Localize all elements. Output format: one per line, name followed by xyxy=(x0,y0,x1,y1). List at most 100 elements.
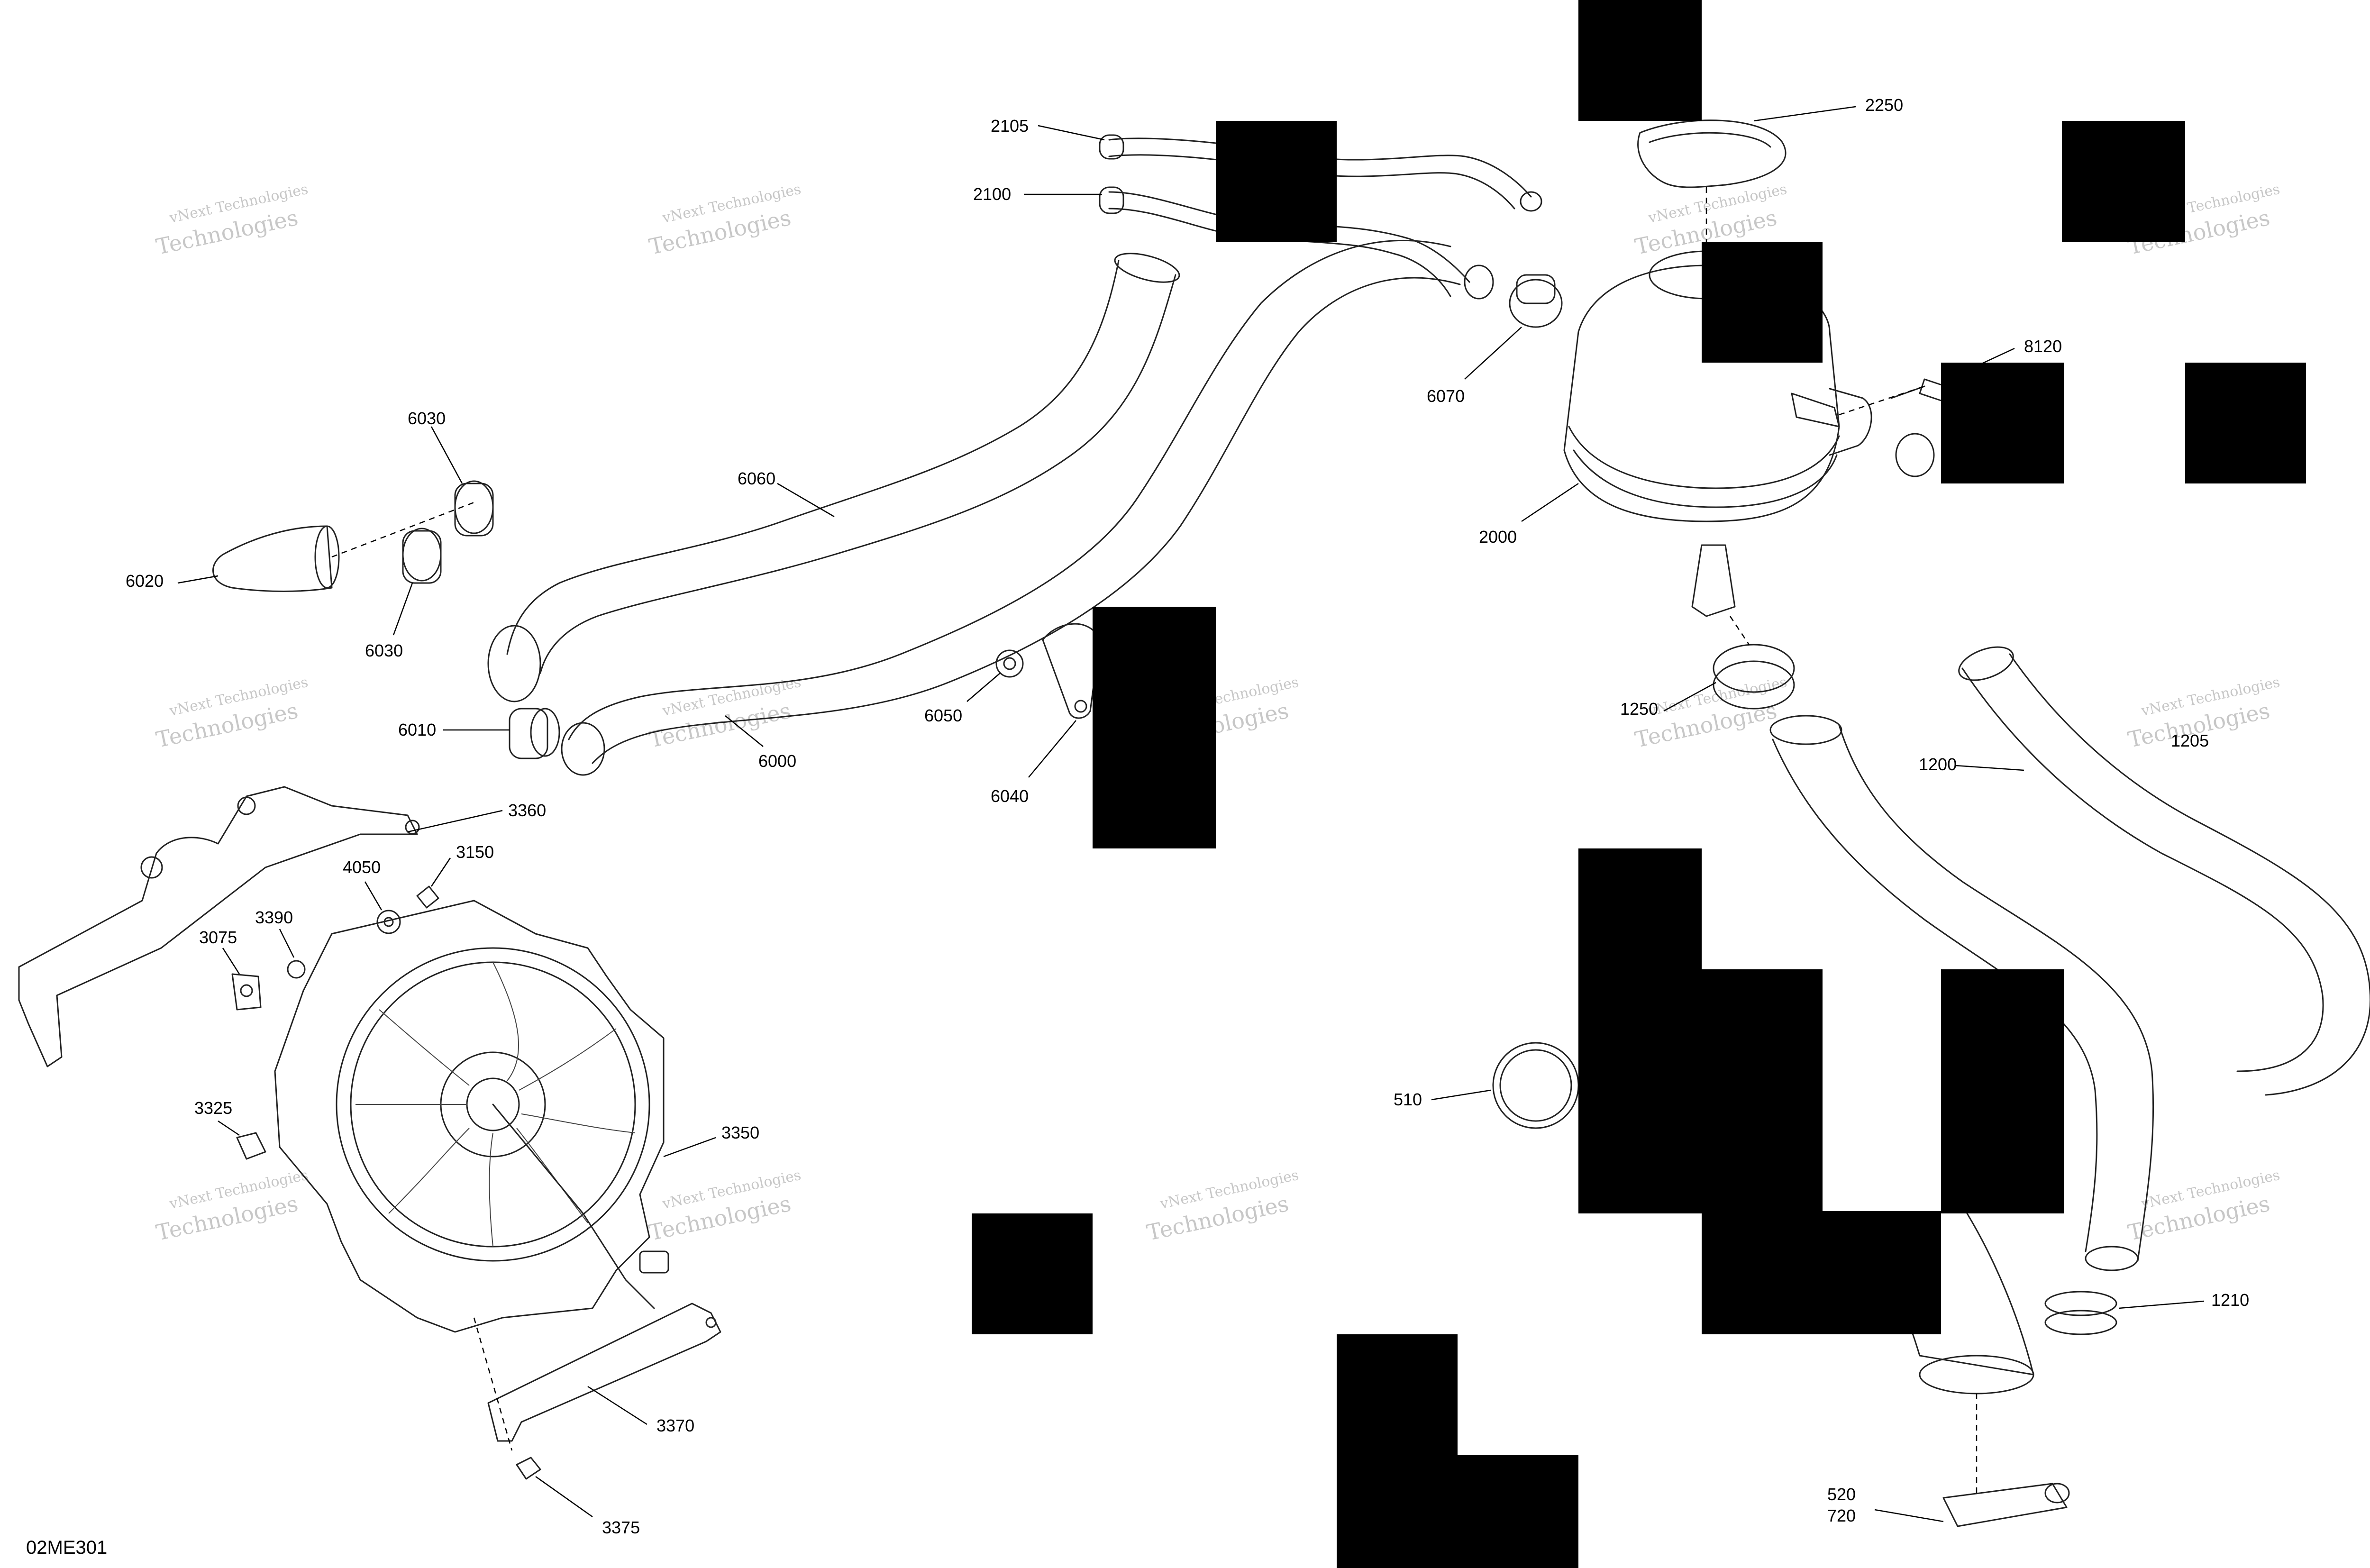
leader-line xyxy=(1874,1509,1944,1522)
part-nut-6050 xyxy=(995,649,1024,678)
callout-6050: 6050 xyxy=(924,706,962,725)
part-clamp-1250 xyxy=(1713,644,1795,710)
callout-3075: 3075 xyxy=(199,928,237,947)
part-clamp-6070 xyxy=(1509,274,1563,328)
leader-line xyxy=(1038,125,1105,141)
leader-line xyxy=(392,583,413,636)
part-bolt-3150 xyxy=(416,885,439,909)
part-bracket-3370 xyxy=(487,1303,721,1442)
redaction-block xyxy=(1823,1211,1941,1334)
leader-line xyxy=(279,929,295,958)
redaction-block xyxy=(1093,607,1216,848)
part-clamp-small xyxy=(1895,433,1935,477)
callout-3375: 3375 xyxy=(602,1518,640,1537)
callout-1205: 1205 xyxy=(2171,731,2209,750)
part-clip-3390 xyxy=(287,960,306,979)
leader-line xyxy=(222,948,240,975)
callout-3390: 3390 xyxy=(255,908,293,927)
callout-3325: 3325 xyxy=(194,1098,232,1118)
leader-line xyxy=(587,1386,647,1425)
watermark: vNext Technologies Technologies xyxy=(1144,1167,1300,1246)
callout-3370: 3370 xyxy=(656,1416,694,1435)
callout-6060: 6060 xyxy=(738,469,775,488)
leader-line xyxy=(1521,483,1579,522)
leader-line xyxy=(725,715,764,747)
callout-4050: 4050 xyxy=(343,857,381,877)
redaction-block xyxy=(1578,0,1702,121)
leader-line xyxy=(430,857,451,887)
watermark: vNext Technologies Technologies xyxy=(647,181,802,260)
axis-line xyxy=(473,1317,513,1451)
leader-line xyxy=(1955,765,2024,771)
part-bracket-3360 xyxy=(18,786,420,1067)
callout-8120: 8120 xyxy=(2024,337,2062,356)
callouts: 2105 2100 2250 6030 6060 6070 8120 2000 … xyxy=(126,95,2249,1537)
leader-line xyxy=(1028,720,1076,778)
redaction-block xyxy=(1578,848,1702,1213)
callout-2000: 2000 xyxy=(1479,527,1517,547)
leader-line xyxy=(1431,1089,1491,1101)
redaction-block xyxy=(1337,1334,1458,1568)
redaction-block xyxy=(1702,242,1823,363)
callout-2105: 2105 xyxy=(991,116,1029,136)
part-hose-6000 xyxy=(561,240,1461,776)
part-hose-1205 xyxy=(1958,646,2370,1096)
part-hose-2105 xyxy=(1099,134,1542,212)
watermark: vNext Technologies Technologies xyxy=(154,674,310,753)
part-clip-3325 xyxy=(236,1132,266,1160)
redaction-block xyxy=(2185,363,2306,483)
callout-6010: 6010 xyxy=(398,720,436,739)
redaction-block xyxy=(1702,969,1823,1334)
part-fan-3350 xyxy=(274,900,669,1333)
part-nut-3375 xyxy=(516,1457,541,1480)
watermark: vNext Technologies Technologies xyxy=(2125,1167,2281,1246)
callout-2250: 2250 xyxy=(1865,95,1903,115)
callout-3150: 3150 xyxy=(456,842,494,862)
redaction-block xyxy=(2062,121,2185,242)
leader-line xyxy=(663,1137,716,1158)
axis-line xyxy=(331,501,474,558)
callout-520: 520 xyxy=(1827,1485,1856,1504)
callout-2100: 2100 xyxy=(973,184,1011,204)
part-cap-2250 xyxy=(1637,119,1787,188)
part-clamp-1210 xyxy=(2044,1291,2117,1335)
callout-6030-top: 6030 xyxy=(408,409,446,428)
part-clamp-6010 xyxy=(509,708,560,759)
redaction-block xyxy=(1458,1455,1578,1568)
axis-line xyxy=(1729,616,1750,645)
leader-line xyxy=(407,810,503,833)
redaction-blocks xyxy=(972,0,2306,1568)
part-nut-3075 xyxy=(231,973,262,1011)
callout-3350: 3350 xyxy=(721,1123,759,1142)
leader-line xyxy=(430,426,463,484)
redaction-block xyxy=(1216,121,1337,242)
watermark: vNext Technologies Technologies xyxy=(647,1167,802,1246)
callout-6000: 6000 xyxy=(758,751,796,771)
leader-line xyxy=(777,483,835,518)
watermark: vNext Technologies Technologies xyxy=(647,674,802,753)
part-clamp-520-720 xyxy=(1942,1483,2070,1527)
leader-line xyxy=(966,673,1001,702)
leader-line xyxy=(1663,682,1716,712)
watermark: vNext Technologies Technologies xyxy=(154,1167,310,1246)
redaction-block xyxy=(1941,969,2064,1213)
leader-line xyxy=(1948,347,2015,380)
callout-1210: 1210 xyxy=(2211,1290,2249,1310)
drawing-code: 02ME301 xyxy=(26,1537,107,1558)
leader-line xyxy=(2118,1300,2205,1309)
callout-6070: 6070 xyxy=(1427,386,1465,406)
leader-line xyxy=(177,575,219,584)
leader-line xyxy=(1753,106,1856,122)
axis-line xyxy=(1839,385,1925,416)
part-clamp-6030b xyxy=(402,528,442,584)
part-bracket-6040 xyxy=(1042,623,1101,719)
leader-line xyxy=(1464,327,1522,380)
callout-6020: 6020 xyxy=(126,571,164,591)
callout-6040: 6040 xyxy=(991,786,1029,806)
redaction-block xyxy=(1941,363,2064,483)
leader-line xyxy=(535,1476,593,1518)
part-clamp-510 xyxy=(1492,1042,1579,1129)
callout-510: 510 xyxy=(1394,1090,1422,1109)
